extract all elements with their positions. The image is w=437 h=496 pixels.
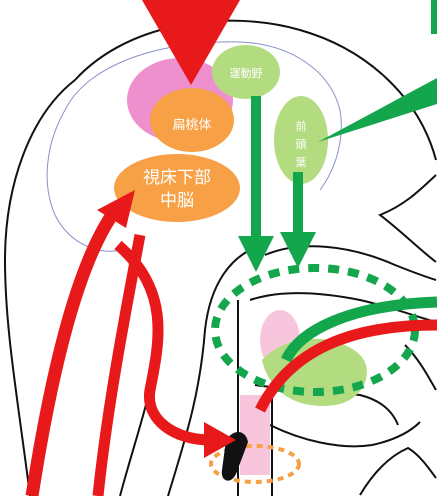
green-motor-arrow <box>238 96 274 272</box>
hypothalamus-node <box>114 154 240 222</box>
corner-green-marker <box>431 0 437 34</box>
motor-cortex-label: 運動野 <box>230 66 263 80</box>
frontal-lobe-label-line3: 葉 <box>296 155 307 169</box>
amygdala-label: 扁桃体 <box>172 118 211 133</box>
green-incoming-arrow <box>318 78 437 142</box>
green-frontal-arrow <box>280 172 316 268</box>
frontal-lobe-label-line1: 前 <box>296 119 307 133</box>
face-profile <box>380 175 436 262</box>
red-rising-arrow-inner <box>98 235 140 496</box>
frontal-lobe-label-line2: 頭 <box>296 138 307 151</box>
hypothalamus-label-line1: 視床下部 <box>143 168 211 188</box>
hypothalamus-label-line2: 中脳 <box>160 191 194 211</box>
